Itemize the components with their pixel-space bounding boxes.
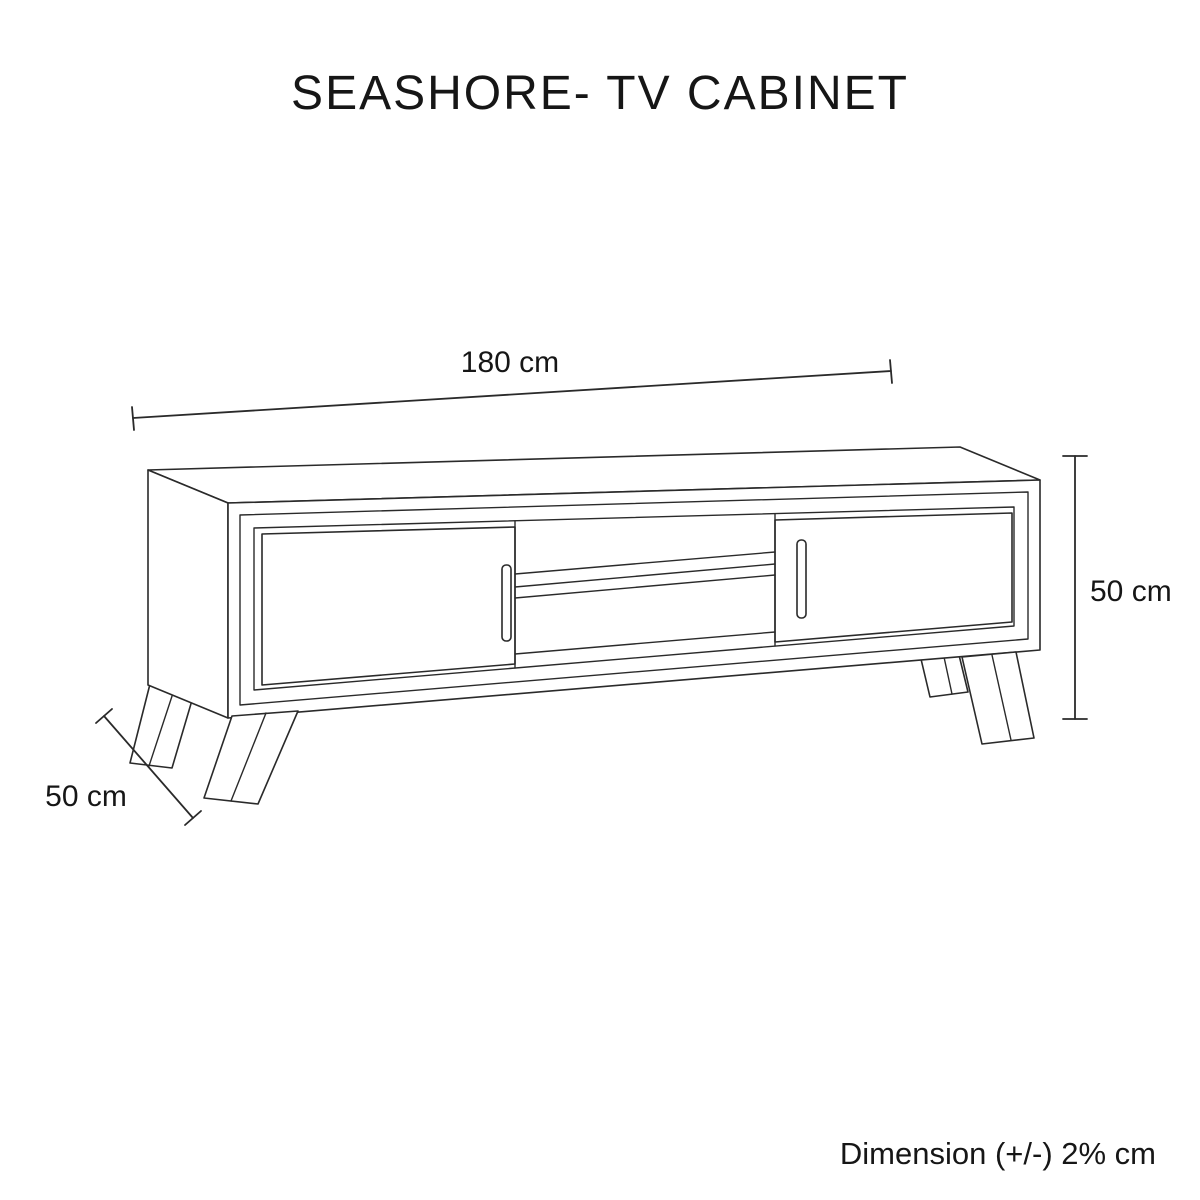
cabinet-front-legs (203, 651, 1035, 805)
right-door-handle (796, 539, 807, 619)
right-door (774, 512, 1013, 643)
depth-dimension-upper-tick (95, 708, 113, 724)
depth-dimension: 50 cm (45, 708, 202, 826)
left-door (261, 526, 516, 686)
page-title: SEASHORE- TV CABINET (291, 67, 909, 120)
shelf-front-top-edge (514, 563, 776, 588)
width-dimension-right-tick (889, 359, 893, 384)
front-left-leg-edge (230, 712, 267, 802)
width-dimension: 180 cm (131, 346, 893, 431)
left-door-handle (501, 564, 512, 642)
front-frame-outer-bevel (239, 491, 1029, 706)
width-dimension-left-tick (131, 406, 135, 431)
height-dimension: 50 cm (1062, 455, 1172, 720)
height-dimension-label: 50 cm (1090, 575, 1172, 608)
tolerance-note: Dimension (+/-) 2% cm (839, 1136, 1156, 1171)
front-frame-inner-bevel (253, 506, 1015, 691)
width-dimension-label: 180 cm (461, 346, 559, 379)
compartment-floor-back-edge (514, 631, 776, 655)
cabinet-left-face (147, 469, 229, 719)
shelf-front-bottom-edge (514, 574, 776, 599)
width-dimension-line (132, 370, 892, 419)
depth-dimension-label: 50 cm (45, 780, 127, 813)
middle-compartment (514, 513, 776, 669)
depth-dimension-line (103, 715, 194, 819)
front-right-leg (961, 651, 1035, 745)
shelf-back-edge (514, 551, 776, 575)
front-right-leg-edge (991, 654, 1012, 741)
depth-dimension-lower-tick (184, 810, 202, 826)
front-left-leg (203, 710, 299, 805)
